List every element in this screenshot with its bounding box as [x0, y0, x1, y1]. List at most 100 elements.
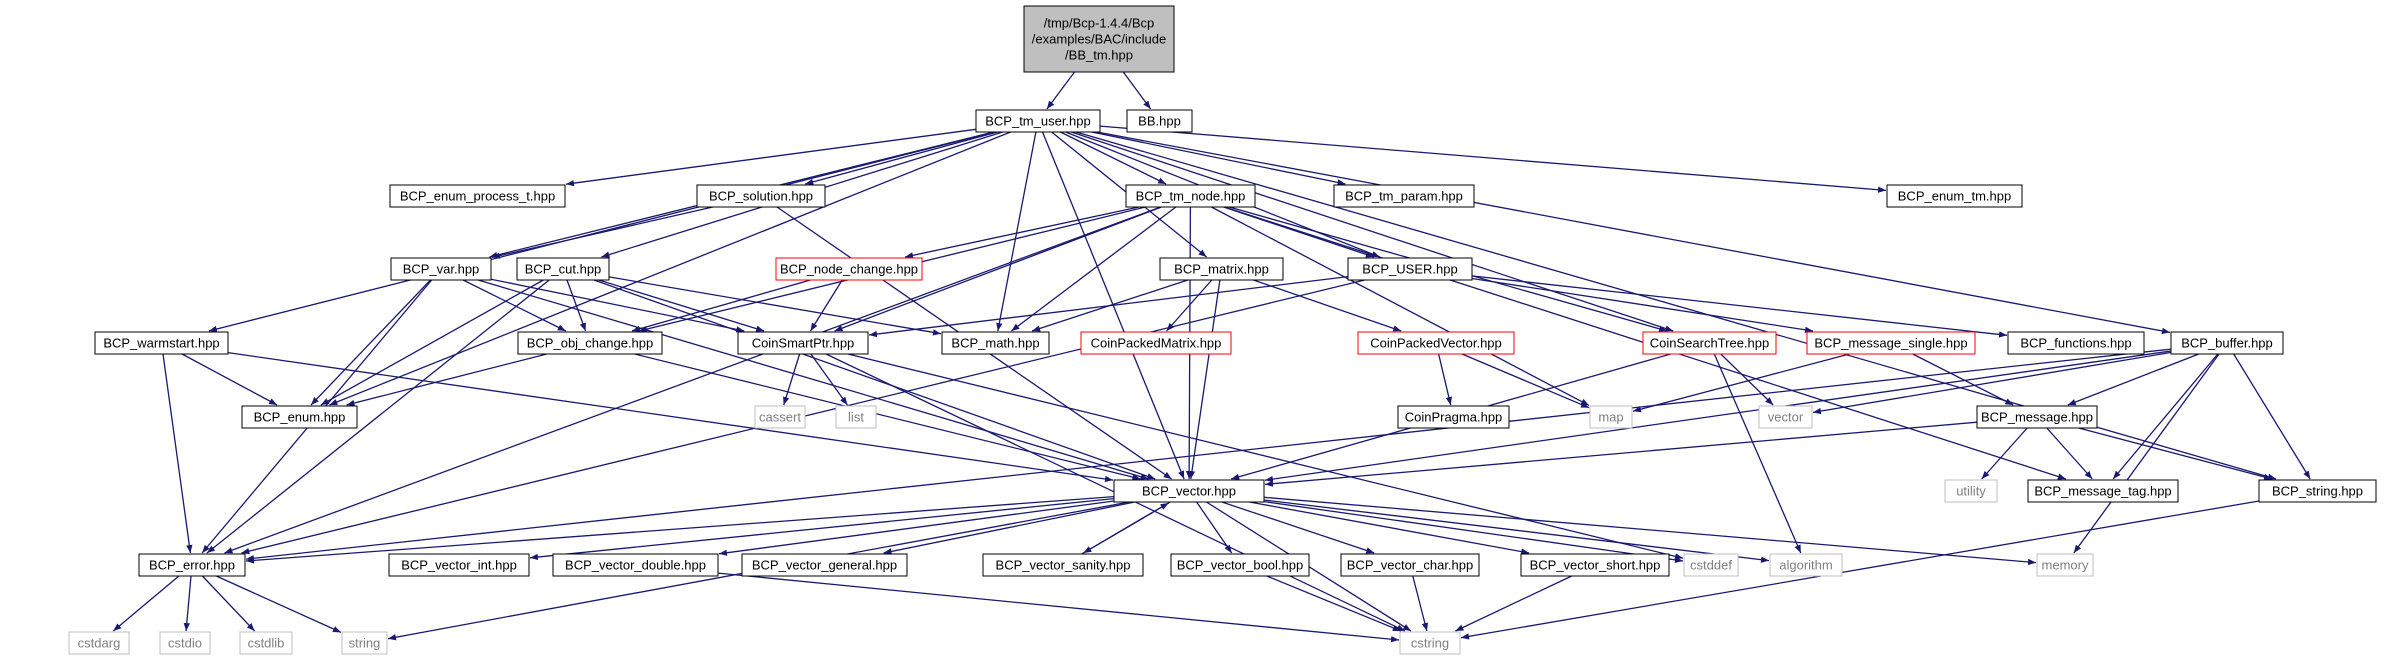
- edge-vector_hpp-to-vector_short: [1249, 501, 1530, 555]
- edge-user-to-functions: [1471, 275, 2008, 338]
- node-label: CoinSearchTree.hpp: [1650, 336, 1769, 351]
- edge-node_change-to-smartptr: [809, 279, 843, 332]
- node-enum_tm[interactable]: BCP_enum_tm.hpp: [1886, 184, 2023, 208]
- edge-buffer-to-message_tag: [2112, 353, 2219, 480]
- node-cstdarg: cstdarg: [68, 631, 130, 655]
- node-label: /BB_tm.hpp: [1065, 48, 1133, 63]
- node-box: [2036, 553, 2094, 577]
- edge-tm_user-to-solution: [805, 131, 998, 185]
- node-box: [696, 184, 826, 208]
- node-vector_general[interactable]: BCP_vector_general.hpp: [741, 553, 908, 577]
- node-label: BCP_buffer.hpp: [2181, 336, 2273, 351]
- node-box: [982, 553, 1144, 577]
- edge-searchtree-to-algorithm: [1713, 353, 1802, 554]
- node-label: cstring: [1411, 636, 1449, 651]
- node-box: [1080, 331, 1232, 355]
- edge-smartptr-to-list: [810, 353, 848, 406]
- node-box: [1944, 479, 1998, 503]
- node-coinpragma[interactable]: CoinPragma.hpp: [1397, 405, 1510, 429]
- node-vector_int[interactable]: BCP_vector_int.hpp: [388, 553, 530, 577]
- node-obj_change[interactable]: BCP_obj_change.hpp: [517, 331, 663, 355]
- node-box: [1520, 553, 1670, 577]
- node-box: [388, 553, 530, 577]
- node-root: /tmp/Bcp-1.4.4/Bcp/examples/BAC/include/…: [1023, 5, 1175, 73]
- node-box: [1589, 405, 1633, 429]
- edge-cut-to-vector_hpp: [593, 279, 1156, 480]
- node-tm_node[interactable]: BCP_tm_node.hpp: [1125, 184, 1256, 208]
- node-solution[interactable]: BCP_solution.hpp: [696, 184, 826, 208]
- node-box: [1347, 257, 1473, 281]
- node-packedmatrix[interactable]: CoinPackedMatrix.hpp: [1080, 331, 1232, 355]
- node-message_single[interactable]: BCP_message_single.hpp: [1806, 331, 1976, 355]
- edge-var-to-smartptr: [490, 278, 745, 333]
- node-cstddef: cstddef: [1683, 553, 1739, 577]
- edge-packedvector-to-coinpragma: [1437, 353, 1452, 406]
- edge-smartptr-to-cstddef: [847, 353, 1684, 560]
- edge-error-to-cstdarg: [112, 575, 180, 632]
- node-var[interactable]: BCP_var.hpp: [390, 257, 492, 281]
- node-matrix[interactable]: BCP_matrix.hpp: [1159, 257, 1284, 281]
- node-box: [1159, 257, 1284, 281]
- node-box: [1976, 405, 2098, 429]
- node-label: CoinPackedVector.hpp: [1370, 336, 1502, 351]
- node-packedvector[interactable]: CoinPackedVector.hpp: [1357, 331, 1515, 355]
- node-smartptr[interactable]: CoinSmartPtr.hpp: [737, 331, 869, 355]
- node-tm_param[interactable]: BCP_tm_param.hpp: [1333, 184, 1475, 208]
- node-bb[interactable]: BB.hpp: [1126, 109, 1193, 133]
- node-list: list: [835, 405, 877, 429]
- node-box: [754, 405, 806, 429]
- node-label: CoinPackedMatrix.hpp: [1091, 336, 1222, 351]
- edge-buffer-to-memory: [2073, 353, 2220, 554]
- node-vector_sanity[interactable]: BCP_vector_sanity.hpp: [982, 553, 1144, 577]
- node-box: [835, 405, 877, 429]
- node-enum_process_t[interactable]: BCP_enum_process_t.hpp: [389, 184, 566, 208]
- edge-cut-to-obj_change: [566, 279, 587, 332]
- edge-tm_user-to-enum_tm: [1099, 125, 1887, 193]
- edge-warmstart-to-enum: [181, 353, 278, 406]
- node-enum[interactable]: BCP_enum.hpp: [241, 405, 358, 429]
- node-box: [389, 184, 566, 208]
- node-functions[interactable]: BCP_functions.hpp: [2007, 331, 2145, 355]
- node-box: [2170, 331, 2284, 355]
- node-label: BCP_functions.hpp: [2020, 336, 2131, 351]
- edge-vector_hpp-to-vector_bool: [1196, 501, 1233, 554]
- node-error[interactable]: BCP_error.hpp: [138, 553, 246, 577]
- node-math[interactable]: BCP_math.hpp: [941, 331, 1050, 355]
- node-vector_char[interactable]: BCP_vector_char.hpp: [1340, 553, 1480, 577]
- edge-vector_bool-to-cstring: [1266, 575, 1402, 632]
- node-vector_hpp[interactable]: BCP_vector.hpp: [1113, 479, 1265, 503]
- node-vector_short[interactable]: BCP_vector_short.hpp: [1520, 553, 1670, 577]
- node-label: BCP_message_tag.hpp: [2034, 484, 2171, 499]
- edge-tm_user-to-enum: [329, 131, 1011, 406]
- node-box: [1683, 553, 1739, 577]
- edge-tm_node-to-node_change: [904, 206, 1140, 259]
- node-tm_user[interactable]: BCP_tm_user.hpp: [975, 109, 1101, 133]
- node-message[interactable]: BCP_message.hpp: [1976, 405, 2098, 429]
- node-label: CoinSmartPtr.hpp: [752, 336, 855, 351]
- node-box: [516, 257, 610, 281]
- node-label: BCP_math.hpp: [951, 336, 1039, 351]
- node-utility: utility: [1944, 479, 1998, 503]
- node-label: cstddef: [1690, 558, 1732, 573]
- node-buffer[interactable]: BCP_buffer.hpp: [2170, 331, 2284, 355]
- node-node_change[interactable]: BCP_node_change.hpp: [775, 257, 923, 281]
- node-cut[interactable]: BCP_cut.hpp: [516, 257, 610, 281]
- node-message_tag[interactable]: BCP_message_tag.hpp: [2027, 479, 2179, 503]
- node-label: BCP_enum.hpp: [254, 410, 346, 425]
- node-vector_double[interactable]: BCP_vector_double.hpp: [552, 553, 719, 577]
- node-vector_bool[interactable]: BCP_vector_bool.hpp: [1170, 553, 1310, 577]
- edge-message_single-to-map: [1632, 353, 1850, 413]
- node-warmstart[interactable]: BCP_warmstart.hpp: [94, 331, 229, 355]
- node-label: BCP_USER.hpp: [1362, 262, 1457, 277]
- node-box: [1397, 405, 1510, 429]
- edge-tm_node-to-math: [1011, 206, 1177, 332]
- node-string_hpp[interactable]: BCP_string.hpp: [2258, 479, 2377, 503]
- edge-vector_char-to-cstring: [1412, 575, 1429, 632]
- edge-buffer-to-message: [2067, 353, 2200, 406]
- edge-tm_user-to-buffer: [1096, 131, 2171, 335]
- node-searchtree[interactable]: CoinSearchTree.hpp: [1642, 331, 1777, 355]
- edge-warmstart-to-error: [162, 353, 193, 554]
- node-box: [1333, 184, 1475, 208]
- node-user[interactable]: BCP_USER.hpp: [1347, 257, 1473, 281]
- edge-tm_user-to-math: [996, 131, 1037, 332]
